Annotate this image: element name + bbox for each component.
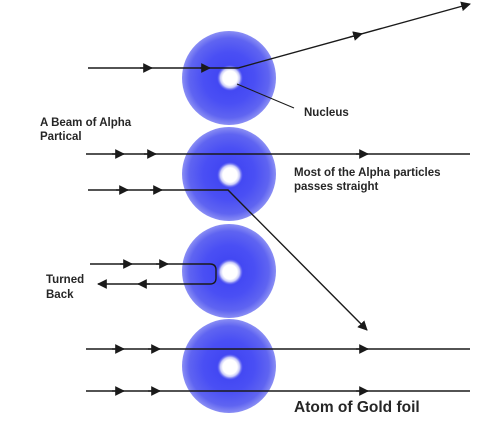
- gold-foil-label: Atom of Gold foil: [294, 399, 420, 417]
- ray-turned-back: [90, 259, 217, 289]
- atom-4-nucleus: [217, 354, 243, 380]
- turned-back-label-line1: Turned: [46, 274, 85, 286]
- passes-straight-label-line2: passes straight: [294, 181, 379, 193]
- alpha-beam-label: A Beam of Alpha Partical: [40, 116, 131, 144]
- turned-back-label-line2: Back: [46, 289, 74, 301]
- atom-2: [182, 127, 276, 221]
- nucleus-pointer-line: [236, 83, 295, 109]
- atom-2-nucleus: [217, 162, 243, 188]
- atom-4: [182, 319, 276, 413]
- nucleus-label-text: Nucleus: [304, 107, 349, 119]
- ray-deflected-up: [88, 1, 471, 73]
- atom-3: [182, 224, 276, 318]
- passes-straight-label: Most of the Alpha particles passes strai…: [294, 166, 441, 194]
- nucleus-label: Nucleus: [304, 106, 349, 120]
- gold-foil-label-text: Atom of Gold foil: [294, 399, 420, 416]
- turned-back-label: Turned Back: [46, 273, 84, 303]
- alpha-beam-label-line2: Partical: [40, 131, 82, 143]
- ray-1-arrow-c: [349, 31, 363, 41]
- passes-straight-label-line1: Most of the Alpha particles: [294, 167, 441, 179]
- atom-3-nucleus: [217, 259, 243, 285]
- atom-1-nucleus: [217, 65, 243, 91]
- ray-deflected-down: [88, 185, 368, 331]
- alpha-beam-label-line1: A Beam of Alpha: [40, 117, 132, 129]
- ray-deflected-down-path: [88, 189, 368, 331]
- ray-deflected-up-path: [88, 1, 471, 69]
- atom-1: [182, 31, 276, 125]
- ray-turned-back-path: [90, 263, 217, 289]
